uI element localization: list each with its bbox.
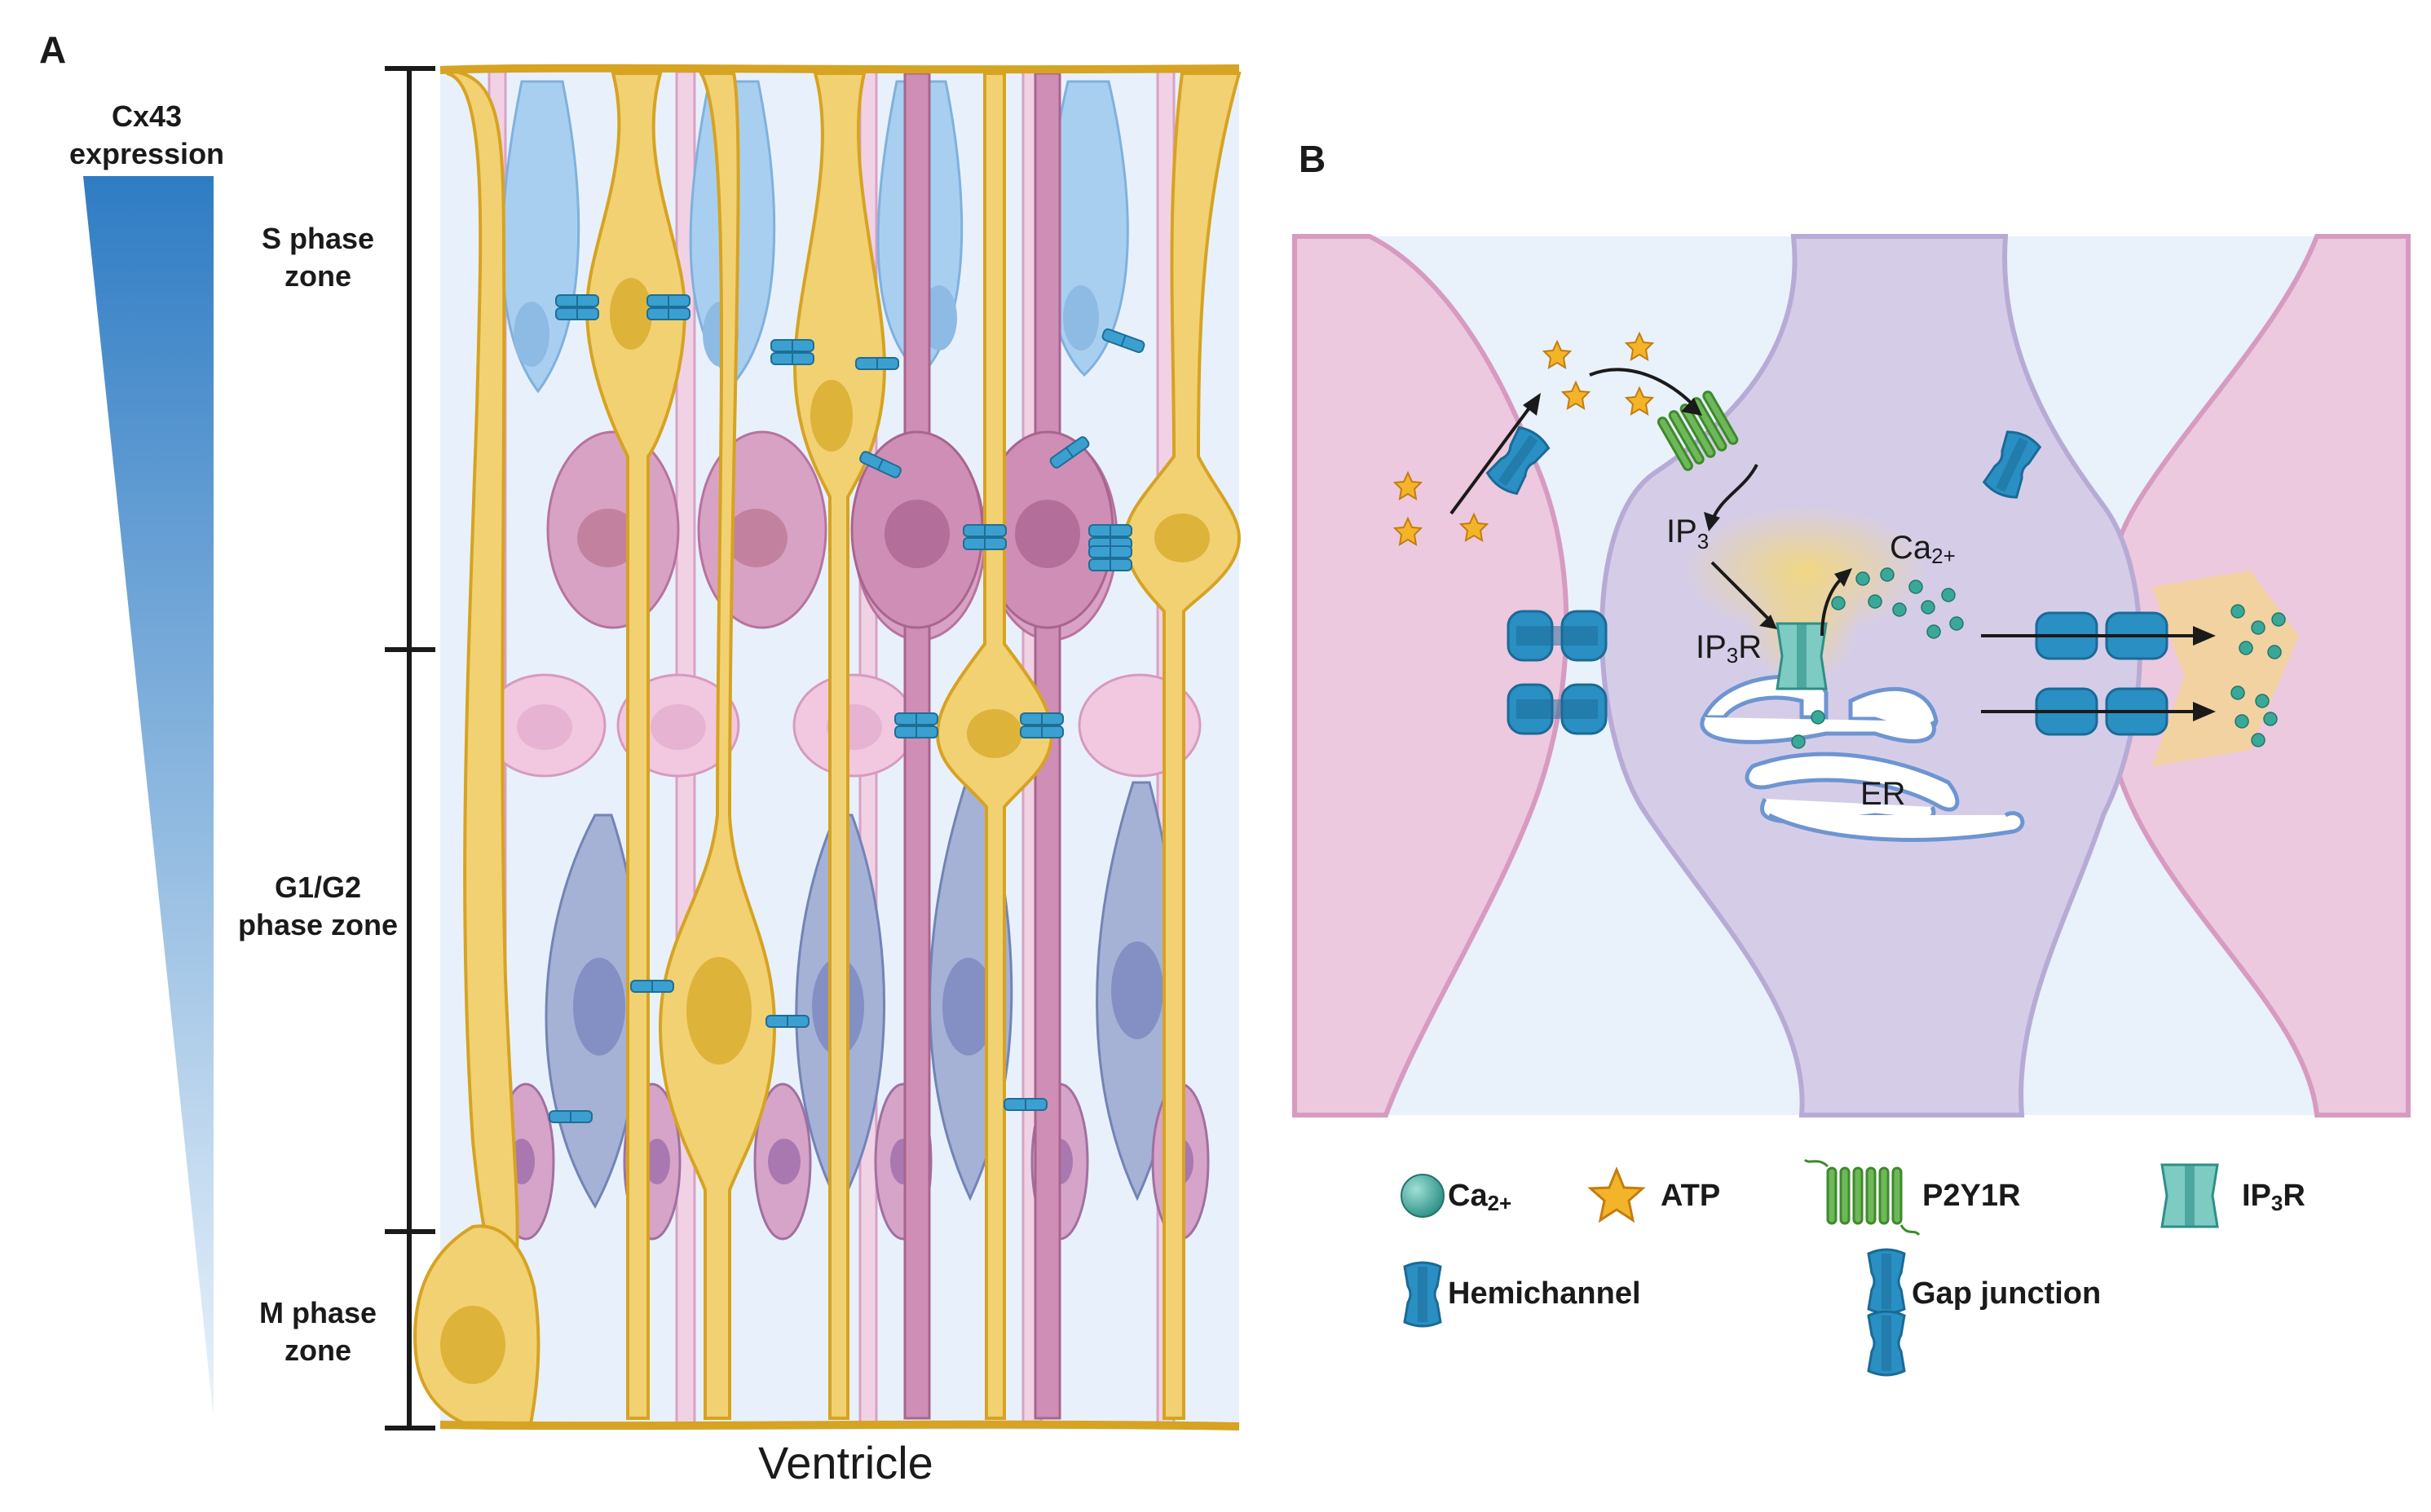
phase-scale-bar <box>385 66 435 1430</box>
p2y1r-receptor-icon <box>1803 1158 1921 1236</box>
cx43-gradient-wedge <box>83 176 214 1418</box>
calcium-ions <box>1791 567 2286 749</box>
panel-b-letter: B <box>1299 138 1326 180</box>
hemichannel-icon <box>1403 1261 1442 1328</box>
zone-label-s-phase: S phase zone <box>261 222 375 293</box>
yellow-cell-nuclei <box>440 278 1210 1384</box>
gap-junction-left-lower <box>1507 683 1608 735</box>
legend-hemichannel-label: Hemichannel <box>1448 1276 1641 1311</box>
arrow-heads <box>1523 393 2216 721</box>
atp-molecules <box>1392 331 1655 546</box>
legend-p2y1r-label: P2Y1R <box>1922 1179 2021 1213</box>
calcium-glow <box>1683 505 1928 636</box>
neuroepithelium-cell-column <box>413 64 1242 1430</box>
ip3r-channel <box>1776 622 1828 690</box>
ip3r-channel-icon <box>2160 1163 2219 1228</box>
er-label: ER <box>1860 776 1906 812</box>
ip3r-label: IP3R <box>1696 629 1763 668</box>
left-cell <box>1292 234 1569 1117</box>
legend-icons <box>1401 1158 2219 1377</box>
calcium-label: Ca2+ <box>1890 530 1956 568</box>
panel-a-letter: A <box>39 29 67 71</box>
cx43-expression-label: Cx43 expression <box>68 99 225 170</box>
calcium-ion-icon <box>1401 1174 1445 1218</box>
mauve-radial-cells <box>850 72 1114 1420</box>
zone-label-g1g2-phase: G1/G2 phase zone <box>237 871 399 941</box>
legend-ip3r-label: IP3R <box>2242 1179 2305 1215</box>
legend-calcium-label: Ca2+ <box>1448 1179 1512 1215</box>
panel-b-diagram <box>1292 234 2411 1117</box>
legend-gap-junction-label: Gap junction <box>1912 1276 2102 1311</box>
atp-star-icon <box>1587 1166 1646 1223</box>
ip3-label: IP3 <box>1666 514 1710 553</box>
gap-junction-left-upper <box>1507 610 1608 662</box>
legend-atp-label: ATP <box>1661 1179 1721 1213</box>
gap-junction-icon <box>1867 1248 1906 1377</box>
ventricle-label: Ventricle <box>758 1437 933 1488</box>
zone-label-m-phase: M phase zone <box>258 1296 377 1367</box>
